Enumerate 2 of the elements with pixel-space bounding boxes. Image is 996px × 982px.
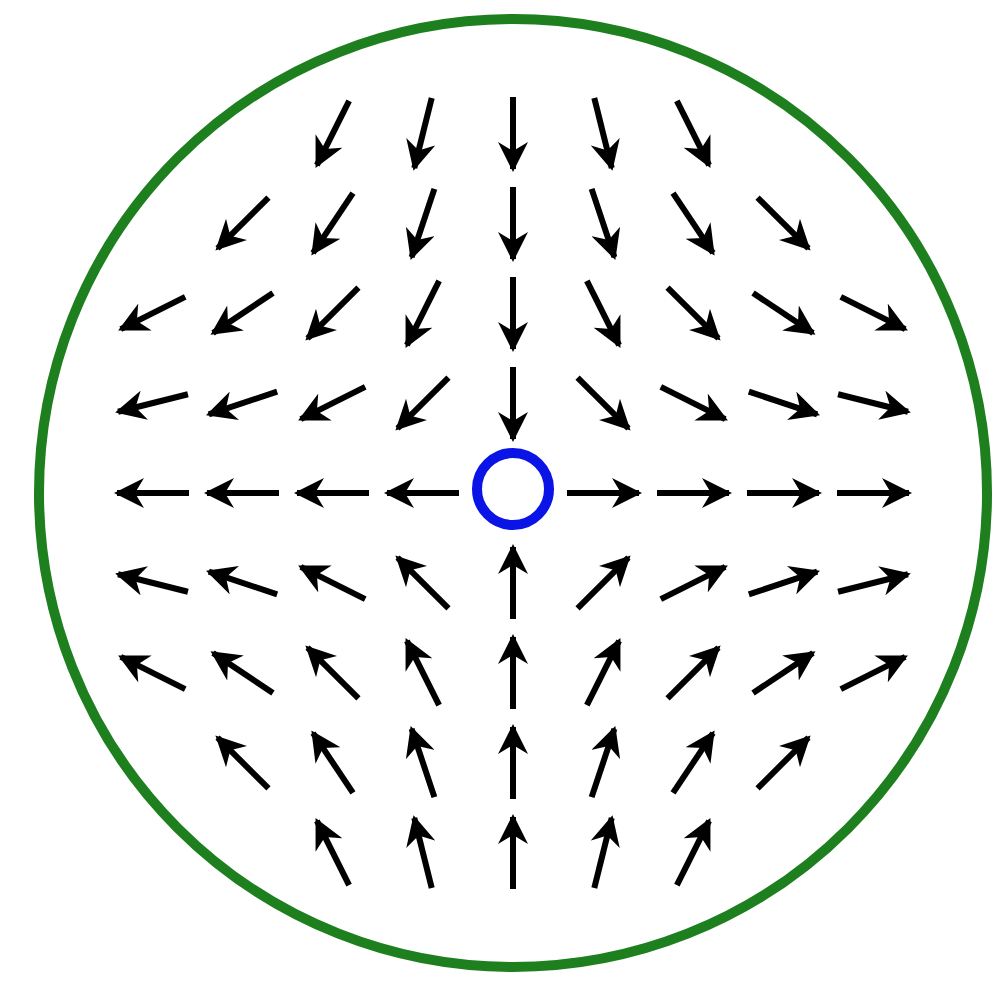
source-circle <box>471 447 553 529</box>
boundary-circle <box>33 13 991 971</box>
